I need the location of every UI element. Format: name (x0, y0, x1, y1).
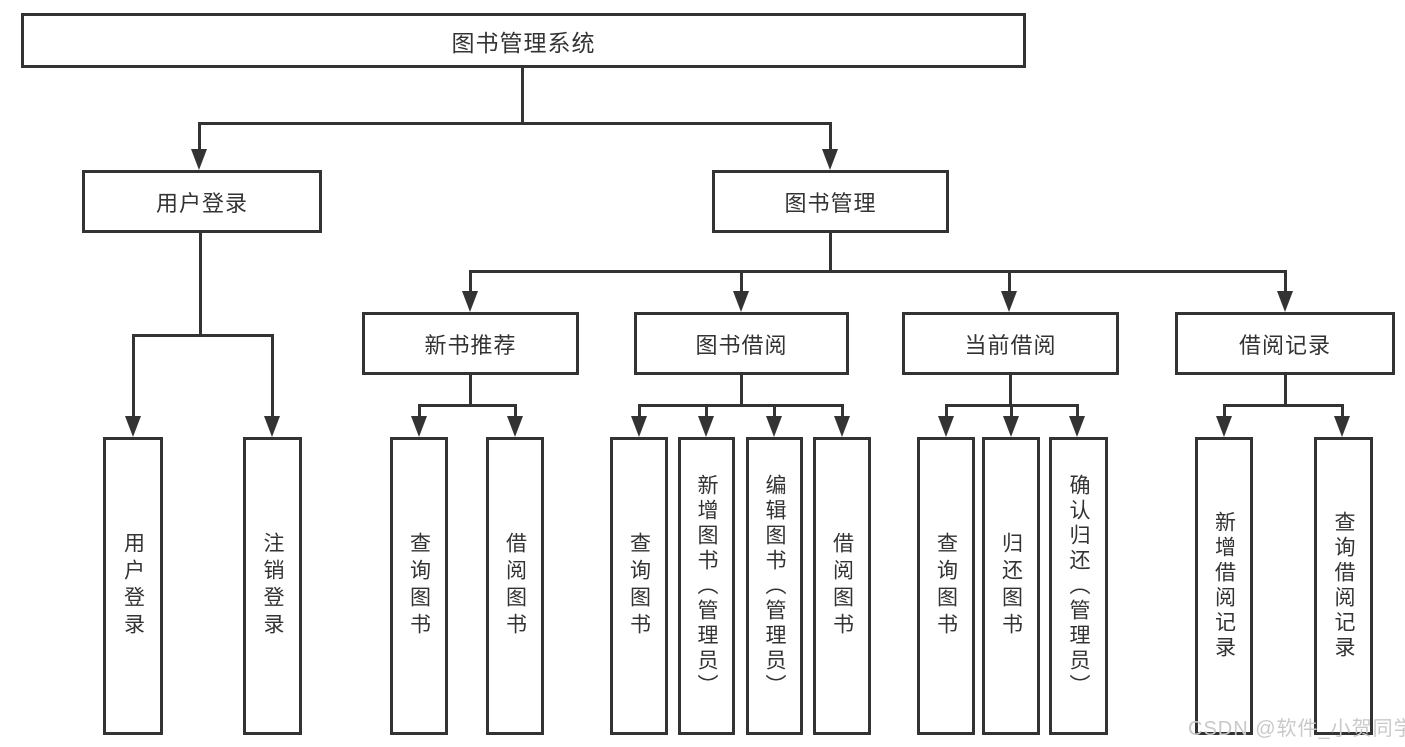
node-label: 用户登录 (121, 532, 145, 640)
connector-line (1010, 404, 1013, 418)
node-label: 图书管理 (784, 190, 877, 216)
leaf-query-book-borrow: 查询图书 (610, 437, 668, 735)
leaf-query-borrow-record: 查询借阅记录 (1314, 437, 1373, 735)
arrow-down-icon (191, 149, 207, 170)
arrow-down-icon (411, 416, 427, 437)
node-root-library-system: 图书管理系统 (21, 13, 1026, 68)
leaf-logout: 注销登录 (243, 437, 302, 735)
arrow-down-icon (1001, 291, 1017, 312)
connector-line (418, 404, 517, 407)
leaf-borrow-book-recommend: 借阅图书 (486, 437, 544, 735)
connector-line (271, 334, 274, 416)
connector-line (1284, 270, 1287, 293)
node-book-management: 图书管理 (712, 170, 949, 233)
leaf-user-login: 用户登录 (103, 437, 163, 735)
node-label: 查询借阅记录 (1332, 511, 1355, 661)
connector-line (945, 404, 948, 418)
arrow-down-icon (938, 416, 954, 437)
node-label: 借阅记录 (1238, 332, 1331, 358)
arrow-down-icon (462, 291, 478, 312)
node-label: 查询图书 (934, 532, 958, 640)
node-label: 图书管理系统 (451, 29, 596, 56)
arrow-down-icon (264, 416, 280, 437)
node-label: 新增图书（管理员） (695, 473, 718, 699)
node-label: 归还图书 (999, 532, 1023, 640)
node-label: 借阅图书 (830, 532, 854, 640)
connector-line (829, 122, 832, 151)
arrow-down-icon (631, 416, 647, 437)
leaf-add-borrow-record: 新增借阅记录 (1195, 437, 1253, 735)
leaf-edit-book-admin: 编辑图书（管理员） (746, 437, 803, 735)
arrow-down-icon (822, 149, 838, 170)
connector-line (1009, 375, 1012, 407)
connector-line (1284, 375, 1287, 407)
connector-line (132, 334, 274, 337)
node-label: 当前借阅 (964, 332, 1057, 358)
connector-line (1008, 270, 1011, 293)
connector-line (198, 122, 832, 125)
connector-line (740, 375, 743, 407)
node-label: 查询图书 (407, 532, 431, 640)
connector-line (1076, 404, 1079, 418)
arrow-down-icon (1003, 416, 1019, 437)
node-user-login: 用户登录 (82, 170, 322, 233)
connector-line (638, 404, 641, 418)
connector-line (740, 270, 743, 293)
arrow-down-icon (834, 416, 850, 437)
node-label: 用户登录 (155, 190, 248, 216)
node-book-borrow: 图书借阅 (634, 312, 849, 375)
leaf-query-book-current: 查询图书 (917, 437, 975, 735)
connector-line (199, 233, 202, 337)
connector-line (132, 334, 135, 416)
connector-line (638, 404, 844, 407)
node-current-borrow: 当前借阅 (902, 312, 1119, 375)
arrow-down-icon (1069, 416, 1085, 437)
connector-line (469, 270, 472, 293)
connector-line (705, 404, 708, 418)
arrow-down-icon (507, 416, 523, 437)
node-label: 查询图书 (627, 532, 651, 640)
connector-line (1341, 404, 1344, 418)
arrow-down-icon (125, 416, 141, 437)
connector-line (418, 404, 421, 418)
node-label: 注销登录 (261, 532, 284, 640)
connector-line (829, 233, 832, 273)
connector-line (1223, 404, 1344, 407)
node-label: 图书借阅 (695, 332, 788, 358)
leaf-query-book-recommend: 查询图书 (390, 437, 448, 735)
node-label: 新增借阅记录 (1212, 511, 1236, 661)
connector-line (469, 270, 1287, 273)
arrow-down-icon (1277, 291, 1293, 312)
connector-line (1223, 404, 1226, 418)
csdn-watermark: CSDN @软件_小贺同学 (1188, 718, 1405, 740)
connector-line (773, 404, 776, 418)
node-label: 编辑图书（管理员） (763, 473, 786, 699)
node-new-book-recommend: 新书推荐 (362, 312, 579, 375)
arrow-down-icon (1216, 416, 1232, 437)
arrow-down-icon (1334, 416, 1350, 437)
leaf-borrow-book: 借阅图书 (813, 437, 871, 735)
arrow-down-icon (733, 291, 749, 312)
node-borrow-record: 借阅记录 (1175, 312, 1395, 375)
connector-line (514, 404, 517, 418)
leaf-return-book: 归还图书 (982, 437, 1040, 735)
connector-line (469, 375, 472, 407)
node-label: 新书推荐 (424, 332, 517, 358)
arrow-down-icon (766, 416, 782, 437)
node-label: 借阅图书 (503, 532, 527, 640)
arrow-down-icon (698, 416, 714, 437)
connector-line (198, 122, 201, 151)
connector-line (841, 404, 844, 418)
leaf-confirm-return-admin: 确认归还（管理员） (1049, 437, 1108, 735)
leaf-add-book-admin: 新增图书（管理员） (678, 437, 735, 735)
connector-line (521, 68, 524, 124)
node-label: 确认归还（管理员） (1067, 473, 1090, 699)
